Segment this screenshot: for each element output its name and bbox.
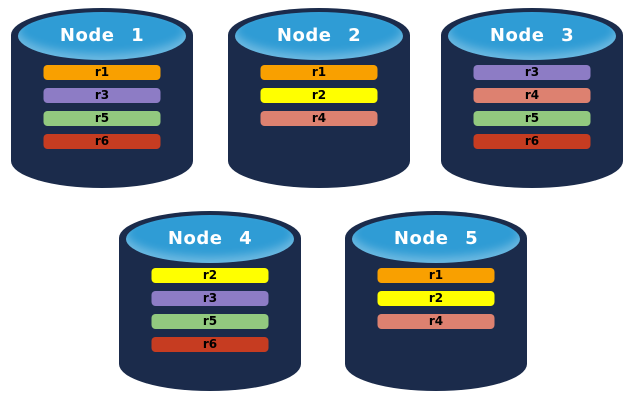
cylinder-top-ellipse: Node 4 [126, 215, 294, 263]
partition-bar-r6: r6 [151, 337, 269, 352]
node-cylinder-5: Node 5 r1 r2 r4 [345, 211, 527, 391]
node-cylinder-2: Node 2 r1 r2 r4 [228, 8, 410, 188]
partition-bar-r2: r2 [377, 291, 495, 306]
node-label: Node 2 [276, 24, 362, 46]
partition-bar-r2: r2 [260, 88, 378, 103]
partition-bar-r5: r5 [473, 111, 591, 126]
node-label: Node 3 [489, 24, 575, 46]
cylinder-top-ellipse: Node 2 [235, 12, 403, 60]
node-cylinder-4: Node 4 r2 r3 r5 r6 [119, 211, 301, 391]
cylinder-top-ellipse: Node 3 [448, 12, 616, 60]
partition-bars: r3 r4 r5 r6 [473, 65, 591, 149]
partition-bar-r5: r5 [43, 111, 161, 126]
partition-bar-r3: r3 [151, 291, 269, 306]
node-label: Node 4 [167, 227, 253, 249]
node-cylinder-1: Node 1 r1 r3 r5 r6 [11, 8, 193, 188]
cylinder-top-ellipse: Node 1 [18, 12, 186, 60]
partition-bar-r6: r6 [473, 134, 591, 149]
partition-bar-r1: r1 [260, 65, 378, 80]
cylinder-top-ellipse: Node 5 [352, 215, 520, 263]
node-cylinder-3: Node 3 r3 r4 r5 r6 [441, 8, 623, 188]
node-label: Node 5 [393, 227, 479, 249]
partition-bar-r1: r1 [43, 65, 161, 80]
partition-bar-r3: r3 [43, 88, 161, 103]
partition-bar-r4: r4 [260, 111, 378, 126]
partition-bar-r4: r4 [377, 314, 495, 329]
partition-bars: r2 r3 r5 r6 [151, 268, 269, 352]
partition-bar-r3: r3 [473, 65, 591, 80]
partition-bar-r2: r2 [151, 268, 269, 283]
node-label: Node 1 [59, 24, 145, 46]
partition-bars: r1 r2 r4 [377, 268, 495, 329]
partition-bar-r5: r5 [151, 314, 269, 329]
partition-bar-r6: r6 [43, 134, 161, 149]
partition-bar-r1: r1 [377, 268, 495, 283]
partition-bar-r4: r4 [473, 88, 591, 103]
partition-bars: r1 r2 r4 [260, 65, 378, 126]
partition-bars: r1 r3 r5 r6 [43, 65, 161, 149]
